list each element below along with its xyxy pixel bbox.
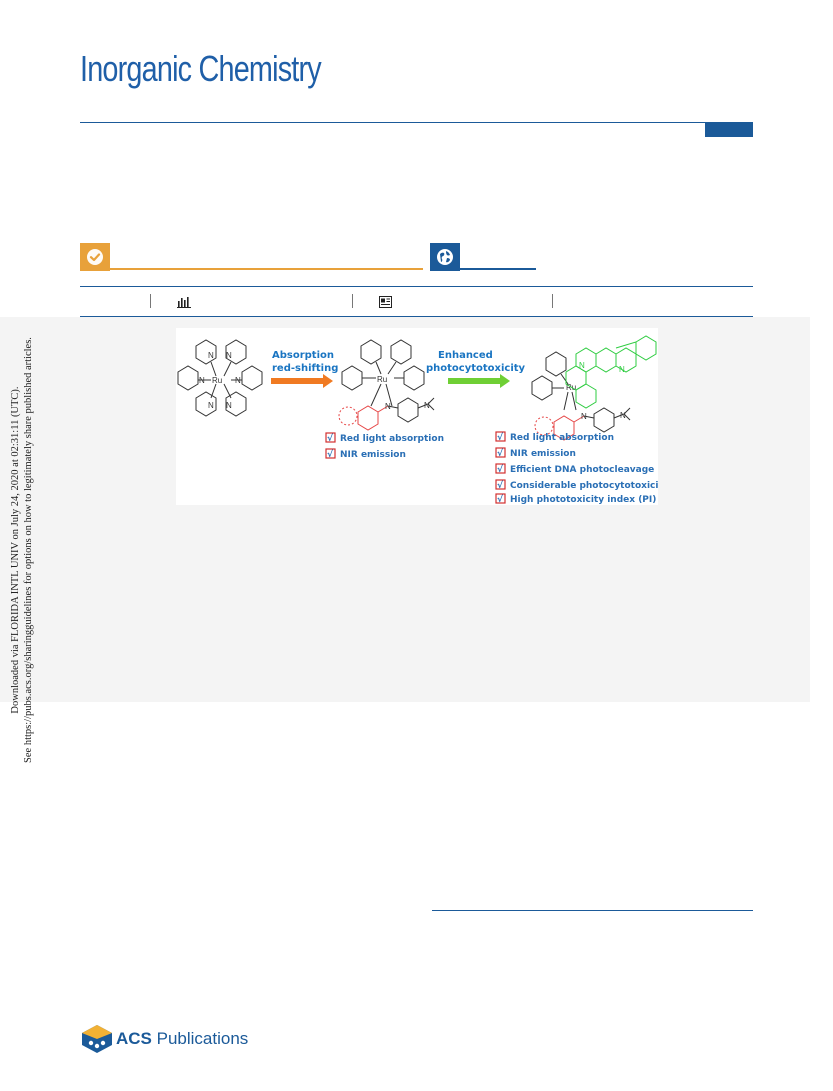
global-access-rule: [460, 268, 536, 270]
arrow1-label-line1: Absorption: [272, 350, 334, 361]
complex-left: [177, 339, 263, 417]
footnote-rule: [432, 910, 753, 911]
metrics-divider: [552, 294, 553, 308]
download-notice-line2[interactable]: See https://pubs.acs.org/sharingguidelin…: [23, 337, 34, 763]
check-glyph: √: [497, 480, 504, 491]
aniline-middle: [387, 397, 435, 423]
arrow2-label-line2: photocytotoxicity: [426, 363, 526, 374]
global-access-badge[interactable]: [430, 243, 460, 271]
metrics-button[interactable]: [177, 295, 191, 313]
checklist-b-item-5: High phototoxicity index (PI): [510, 495, 656, 505]
n-atom: N: [385, 402, 391, 411]
acs-wordmark-rest: Publications: [151, 1029, 249, 1048]
acs-hexagon-logo-icon: [82, 1025, 112, 1053]
aniline-right: [583, 407, 631, 433]
n-atom: N: [619, 365, 625, 374]
ru-atom-left: Ru: [212, 376, 222, 385]
check-glyph: √: [497, 464, 504, 475]
acs-publications-wordmark[interactable]: ACS Publications: [116, 1029, 248, 1049]
complex-right: [531, 351, 577, 411]
metrics-divider: [150, 294, 151, 308]
n-atom: N: [199, 376, 205, 385]
n-atom: N: [208, 401, 214, 410]
checklist-b-item-1: Red light absorption: [510, 433, 614, 443]
open-access-rule: [110, 268, 423, 270]
checklist-b-item-2: NIR emission: [510, 449, 576, 459]
metrics-divider: [352, 294, 353, 308]
acs-wordmark-bold: ACS: [116, 1029, 152, 1048]
n-atom: N: [208, 351, 214, 360]
n-atom: N: [226, 401, 232, 410]
n-atom: N: [424, 401, 430, 410]
n-atom: N: [235, 376, 241, 385]
check-glyph: √: [497, 494, 504, 505]
ligand-right-green: [565, 335, 657, 409]
complex-middle: [341, 339, 425, 407]
n-atom: N: [620, 411, 626, 420]
acs-logo[interactable]: [80, 1024, 114, 1059]
check-circle-icon: [87, 249, 103, 265]
toc-graphic-svg: Ru N N N N N N Absorption red-shifting R…: [177, 335, 669, 505]
check-glyph: √: [327, 433, 334, 444]
header-tab: [705, 122, 753, 137]
globe-icon: [437, 249, 453, 265]
checklist-b: √ Red light absorption √ NIR emission √ …: [495, 431, 669, 505]
toc-graphic: Ru N N N N N N Absorption red-shifting R…: [176, 328, 669, 505]
download-notice: Downloaded via FLORIDA INTL UNIV on July…: [8, 337, 36, 763]
checklist-a-item-1: Red light absorption: [340, 434, 444, 444]
metrics-bar-top-rule: [80, 286, 753, 287]
n-atom: N: [581, 412, 587, 421]
arrow1-orange: [271, 374, 333, 388]
n-atom: N: [579, 361, 585, 370]
n-atom: N: [226, 351, 232, 360]
check-glyph: √: [497, 448, 504, 459]
checklist-a: √ Red light absorption √ NIR emission: [325, 432, 444, 460]
journal-title: Inorganic Chemistry: [80, 48, 322, 89]
metrics-bar-bottom-rule: [80, 316, 753, 317]
open-access-badge[interactable]: [80, 243, 110, 271]
header-rule: [80, 122, 753, 123]
checklist-b-item-3: Efficient DNA photocleavage: [510, 465, 654, 475]
bar-chart-icon: [177, 297, 191, 308]
check-glyph: √: [497, 432, 504, 443]
download-notice-line1: Downloaded via FLORIDA INTL UNIV on July…: [10, 386, 21, 714]
check-glyph: √: [327, 449, 334, 460]
checklist-b-item-4: Considerable photocytotoxicity: [510, 481, 658, 491]
arrow2-label-line1: Enhanced: [438, 350, 493, 361]
article-icon: [379, 296, 392, 308]
ru-atom-middle: Ru: [377, 375, 387, 384]
arrow2-green: [448, 374, 510, 388]
arrow1-label-line2: red-shifting: [272, 363, 338, 374]
checklist-a-item-2: NIR emission: [340, 450, 406, 460]
ligand-middle-red: [338, 405, 389, 431]
ligand-right-red: [534, 415, 585, 441]
article-button[interactable]: [379, 295, 392, 313]
